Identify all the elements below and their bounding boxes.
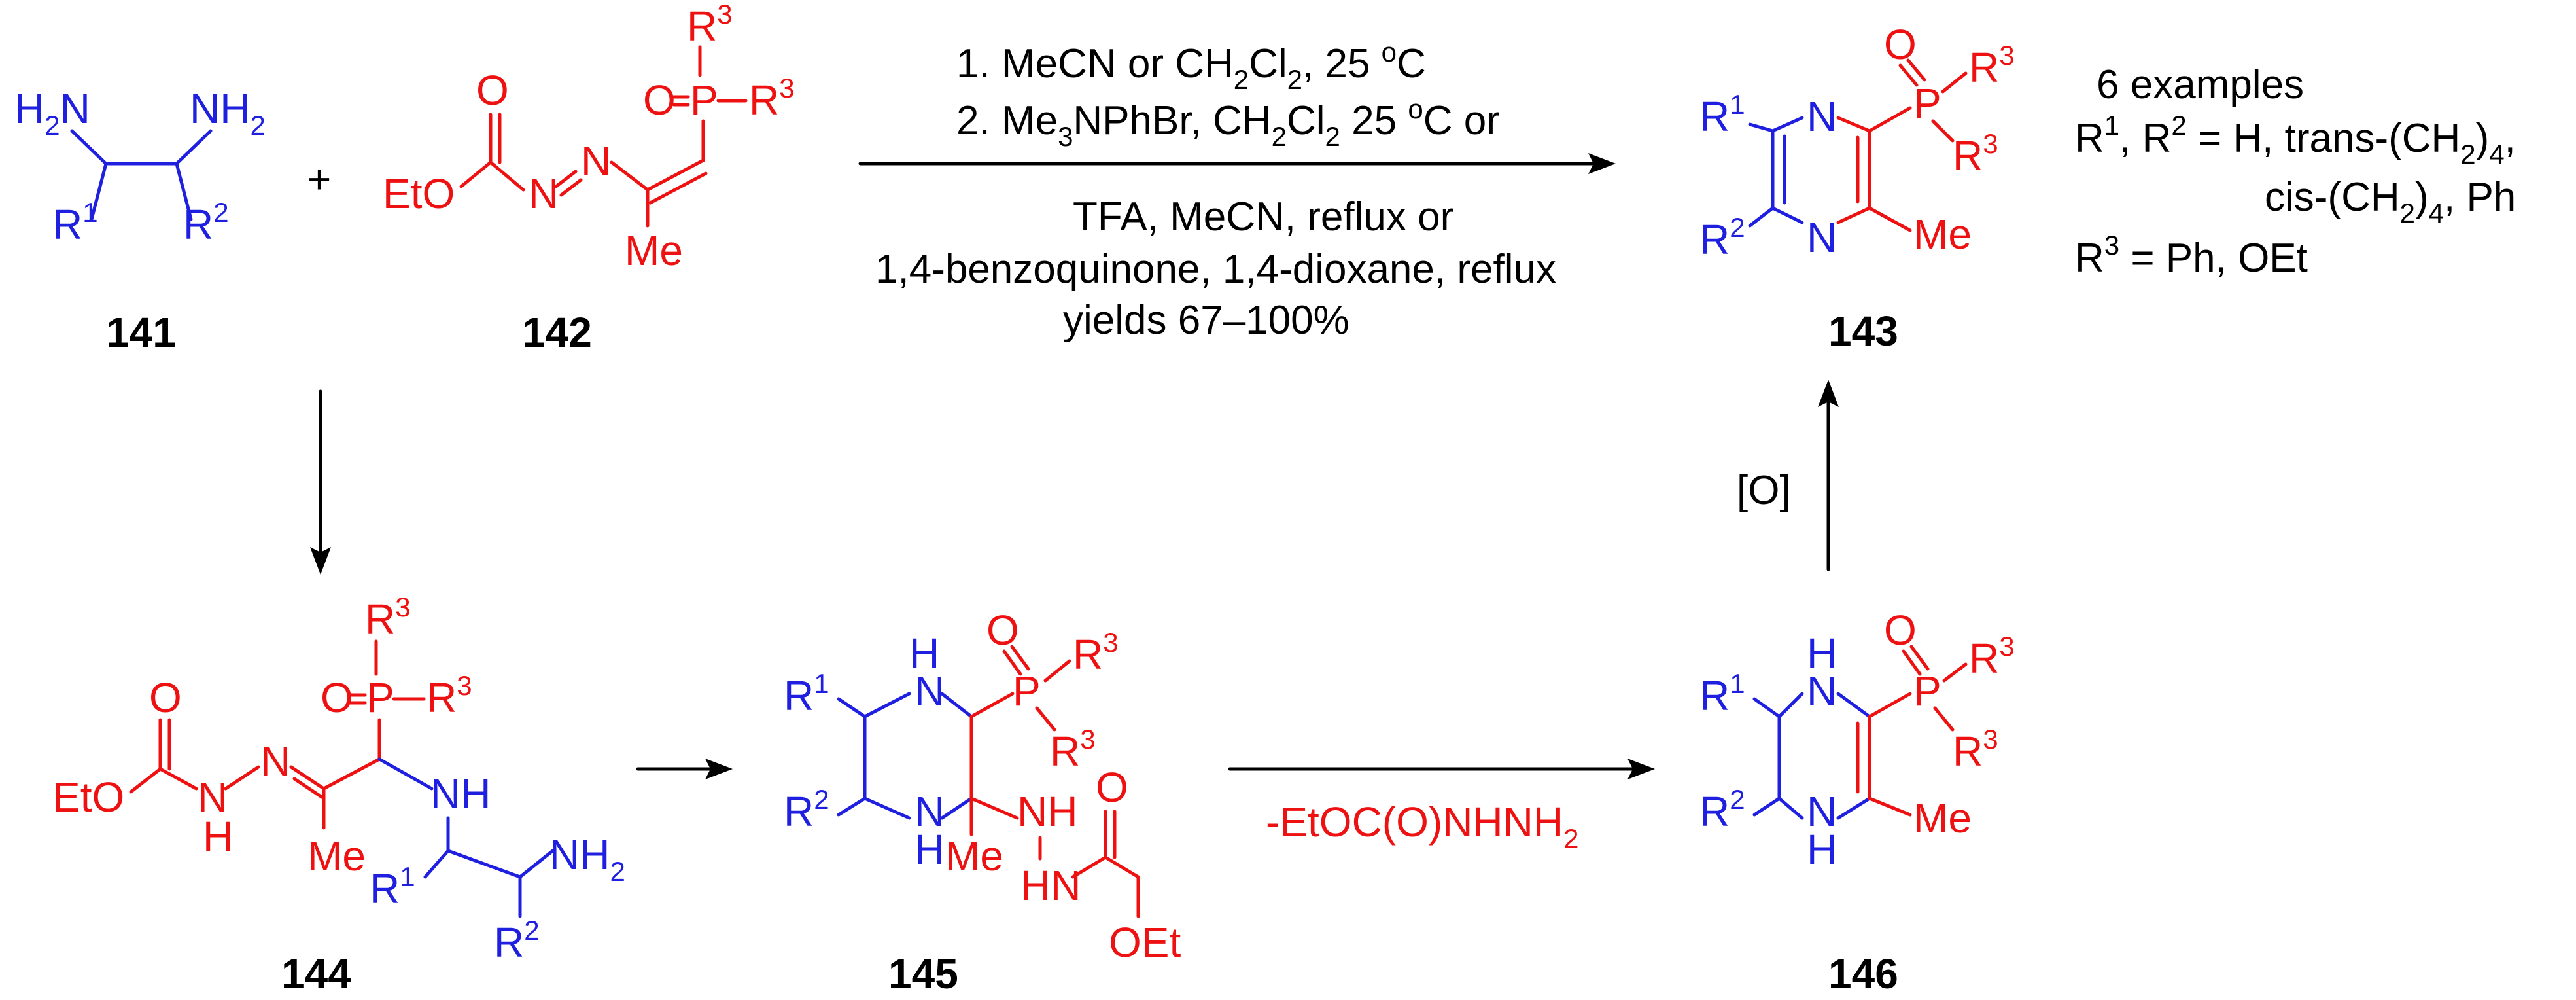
svg-text:Me: Me: [1913, 211, 1972, 258]
oxidation-label: [O]: [1737, 468, 1791, 513]
top-reaction-arrow: [858, 153, 1616, 174]
svg-text:R3: R3: [749, 73, 795, 124]
svg-text:R1: R1: [370, 861, 415, 912]
compound-143: R1 R2 N N Me P O R3 R3 143: [1699, 21, 2015, 355]
svg-text:O: O: [321, 674, 353, 721]
svg-text:R1: R1: [1699, 89, 1745, 140]
svg-text:cis-(CH2)4, Ph: cis-(CH2)4, Ph: [2265, 175, 2516, 228]
svg-text:N: N: [260, 738, 290, 785]
svg-text:NH2: NH2: [190, 85, 266, 141]
svg-text:P: P: [366, 674, 394, 721]
reaction-conditions: 1. MeCN or CH2Cl2, 25 oC 2. Me3NPhBr, CH…: [875, 37, 1556, 343]
svg-text:Me: Me: [307, 832, 366, 880]
arrow-144-to-145: [636, 759, 733, 779]
svg-text:R3: R3: [1953, 128, 1998, 179]
svg-text:P: P: [1913, 80, 1941, 127]
svg-text:Me: Me: [945, 832, 1003, 880]
svg-text:H: H: [1807, 826, 1837, 873]
svg-text:P: P: [1913, 668, 1941, 715]
svg-text:N: N: [914, 668, 945, 715]
svg-text:NH: NH: [1017, 788, 1077, 835]
svg-text:OEt: OEt: [1109, 919, 1181, 966]
svg-text:R1: R1: [52, 197, 98, 248]
svg-text:R2: R2: [784, 784, 829, 835]
compound-label-145: 145: [888, 950, 958, 997]
svg-text:R1: R1: [1699, 668, 1745, 719]
svg-text:O: O: [643, 77, 676, 124]
svg-text:N: N: [1807, 214, 1837, 261]
elimination-arrow: -EtOC(O)NHNH2: [1228, 759, 1655, 854]
svg-text:6 examples: 6 examples: [2097, 62, 2304, 107]
elimination-label: -EtOC(O)NHNH2: [1266, 798, 1578, 854]
svg-text:2. Me3NPhBr, CH2Cl2 25 oC or: 2. Me3NPhBr, CH2Cl2 25 oC or: [956, 94, 1500, 152]
svg-text:EtO: EtO: [52, 774, 124, 821]
svg-text:R1, R2 = H, trans-(CH2)4,: R1, R2 = H, trans-(CH2)4,: [2075, 110, 2516, 170]
svg-text:H2N: H2N: [14, 85, 90, 141]
svg-text:EtO: EtO: [383, 170, 455, 217]
plus-sign: +: [307, 157, 331, 202]
svg-text:R3: R3: [1050, 724, 1096, 775]
compound-label-141: 141: [106, 309, 176, 356]
svg-text:R2: R2: [183, 197, 229, 248]
oxidation-arrow: [O]: [1737, 380, 1839, 571]
svg-text:H: H: [909, 630, 939, 677]
svg-text:yields 67–100%: yields 67–100%: [1063, 298, 1349, 343]
svg-text:N: N: [581, 137, 611, 185]
compound-label-142: 142: [522, 309, 592, 356]
svg-text:O: O: [986, 607, 1019, 654]
svg-text:TFA, MeCN, reflux or: TFA, MeCN, reflux or: [1073, 194, 1453, 240]
svg-text:N: N: [914, 788, 945, 835]
svg-text:HN: HN: [1020, 862, 1081, 909]
svg-text:1,4-benzoquinone, 1,4-dioxane,: 1,4-benzoquinone, 1,4-dioxane, reflux: [875, 247, 1556, 292]
svg-text:H: H: [914, 826, 945, 873]
svg-text:O: O: [1884, 21, 1917, 68]
svg-text:R2: R2: [494, 915, 540, 966]
substrate-scope: 6 examples R1, R2 = H, trans-(CH2)4, cis…: [2075, 62, 2516, 281]
svg-text:1. MeCN or CH2Cl2, 25 oC: 1. MeCN or CH2Cl2, 25 oC: [956, 37, 1426, 95]
svg-text:R3: R3: [1073, 627, 1119, 678]
svg-text:Me: Me: [1913, 795, 1972, 842]
svg-text:N: N: [1807, 93, 1837, 140]
svg-text:R3: R3: [426, 670, 472, 721]
compound-141: H2N NH2 R1 R2 141: [14, 85, 266, 356]
compound-146: R1 R2 N H N H Me P O R3 R3 146: [1699, 607, 2015, 997]
svg-text:R3: R3: [1969, 631, 2015, 682]
svg-text:R2: R2: [1699, 212, 1745, 263]
svg-text:R2: R2: [1699, 784, 1745, 835]
svg-text:H: H: [1807, 630, 1837, 677]
compound-144: EtO O N H N Me P O R3 R3 NH R1 NH2 R2 14…: [52, 592, 625, 997]
compound-142: EtO O N N Me P O R3 R3 142: [383, 0, 795, 356]
svg-text:O: O: [1096, 764, 1128, 811]
svg-text:H: H: [203, 813, 233, 860]
svg-text:N: N: [1807, 788, 1837, 835]
svg-text:NH2: NH2: [549, 831, 625, 887]
svg-text:NH: NH: [430, 770, 491, 817]
svg-text:R3: R3: [687, 0, 733, 50]
compound-label-143: 143: [1828, 308, 1898, 355]
compound-label-146: 146: [1828, 950, 1898, 997]
svg-text:N: N: [529, 170, 559, 217]
svg-text:R3 = Ph, OEt: R3 = Ph, OEt: [2075, 230, 2308, 281]
compound-label-144: 144: [281, 950, 351, 997]
svg-text:P: P: [690, 77, 718, 124]
svg-text:N: N: [1807, 668, 1837, 715]
compound-145: R1 R2 N H N H P O R3 R3 Me NH HN O OEt: [784, 607, 1181, 997]
down-arrow: [310, 389, 331, 575]
svg-text:R3: R3: [1953, 724, 1998, 775]
svg-text:O: O: [476, 67, 509, 114]
svg-text:R3: R3: [365, 592, 411, 643]
svg-text:R1: R1: [784, 668, 829, 719]
svg-text:O: O: [1884, 607, 1917, 654]
svg-text:Me: Me: [625, 227, 683, 274]
svg-text:R3: R3: [1969, 40, 2015, 91]
svg-text:O: O: [149, 674, 182, 721]
svg-text:N: N: [198, 774, 228, 821]
